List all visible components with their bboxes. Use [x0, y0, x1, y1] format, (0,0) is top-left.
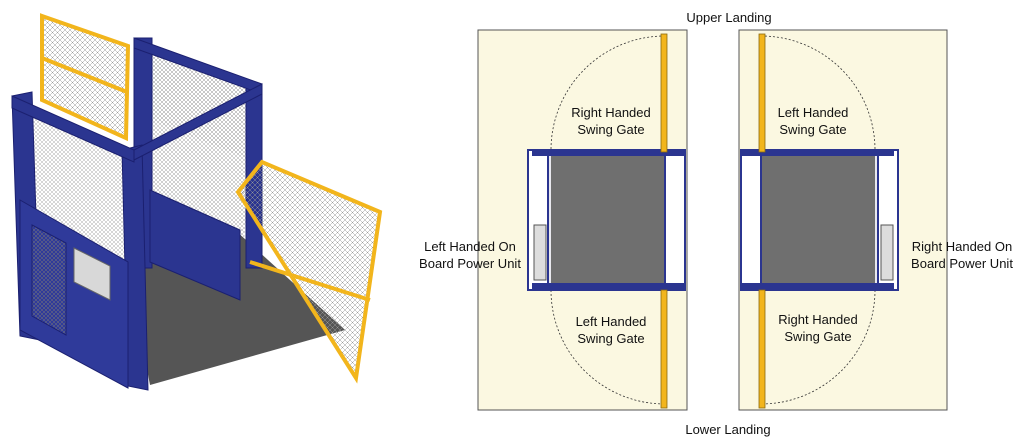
right-power-unit-label: Right Handed On Board Power Unit — [902, 238, 1022, 272]
right-power-unit-line1: Right Handed On — [911, 239, 1013, 254]
upper-landing-label: Upper Landing — [686, 10, 772, 25]
right-plan-upper-swing-arc — [760, 35, 876, 151]
right-plan-top-gate-line1: Left Handed — [777, 105, 849, 120]
right-plan-bottom-gate-line1: Right Handed — [778, 312, 858, 327]
left-power-unit-line1: Left Handed On — [424, 239, 516, 254]
right-power-unit-line2: Board Power Unit — [911, 256, 1013, 271]
right-plan-lower-swing-arc — [760, 289, 876, 405]
right-plan-top-gate-line2: Swing Gate — [779, 122, 847, 137]
left-plan-bottom-gate-line1: Left Handed — [575, 314, 647, 329]
left-plan-bottom-gate-label: Left Handed Swing Gate — [556, 313, 666, 347]
left-plan-upper-gate — [660, 33, 668, 153]
left-plan-bottom-gate-line2: Swing Gate — [577, 331, 645, 346]
left-plan-top-gate-line2: Swing Gate — [577, 122, 645, 137]
left-plan-lower-gate — [660, 289, 668, 409]
left-plan-top-gate-line1: Right Handed — [571, 105, 651, 120]
lift-isometric-illustration — [11, 13, 383, 391]
left-plan-top-gate-label: Right Handed Swing Gate — [556, 104, 666, 138]
right-plan-bottom-gate-line2: Swing Gate — [784, 329, 852, 344]
lower-landing-label: Lower Landing — [685, 422, 771, 437]
left-power-unit-line2: Board Power Unit — [419, 256, 521, 271]
left-plan-lift — [527, 149, 686, 291]
right-plan-bottom-gate-label: Right Handed Swing Gate — [758, 311, 878, 345]
right-plan-lift — [740, 149, 899, 291]
right-plan-lower-gate — [758, 289, 766, 409]
left-plan-lower-swing-arc — [550, 289, 666, 405]
left-plan-upper-swing-arc — [550, 35, 666, 151]
right-plan-upper-gate — [758, 33, 766, 153]
right-plan-top-gate-label: Left Handed Swing Gate — [758, 104, 868, 138]
left-power-unit-label: Left Handed On Board Power Unit — [410, 238, 530, 272]
